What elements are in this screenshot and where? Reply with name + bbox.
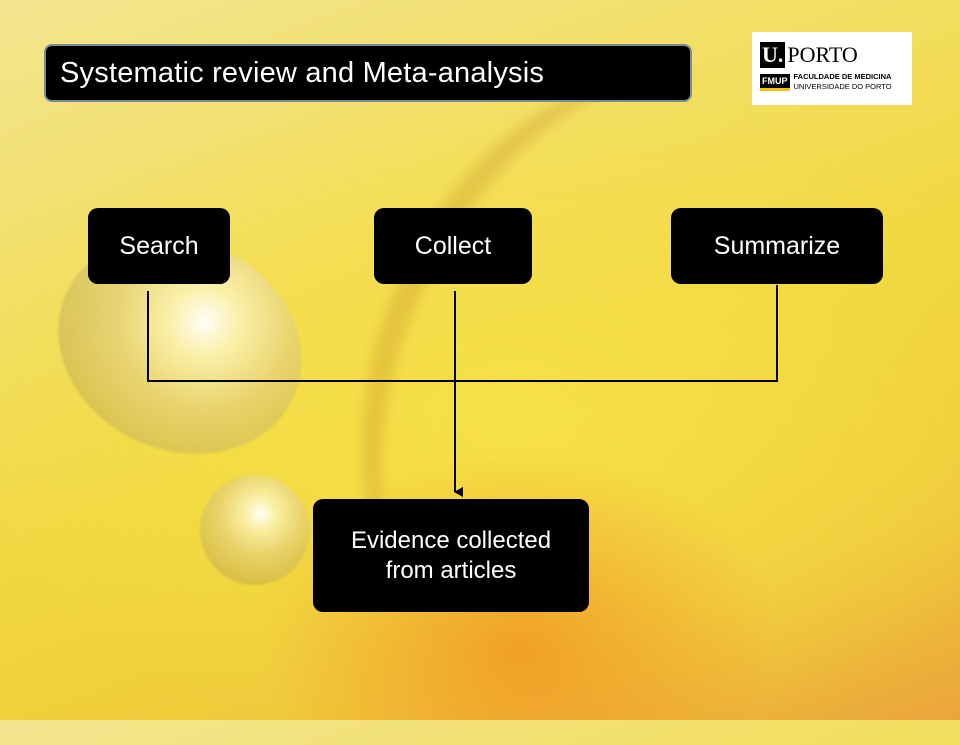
connector-lines	[147, 285, 778, 497]
uporto-logo: U. PORTO FMUP FACULDADE DE MEDICINA UNIV…	[752, 32, 912, 105]
logo-university-name: UNIVERSIDADE DO PORTO	[793, 82, 892, 91]
slide-title-box: Systematic review and Meta-analysis	[44, 44, 692, 102]
logo-faculty-name: FACULDADE DE MEDICINA	[793, 72, 892, 81]
node-evidence: Evidence collected from articles	[313, 499, 589, 612]
logo-wordmark: U. PORTO	[760, 40, 904, 68]
logo-faculty-lines: FACULDADE DE MEDICINA UNIVERSIDADE DO PO…	[794, 72, 892, 92]
logo-fmup-badge: FMUP	[760, 73, 790, 91]
node-summarize: Summarize	[671, 208, 883, 284]
water-droplet-small	[200, 475, 310, 585]
logo-porto-text: PORTO	[787, 42, 858, 67]
node-search: Search	[88, 208, 230, 284]
slide-title: Systematic review and Meta-analysis	[60, 56, 545, 89]
logo-faculty: FMUP FACULDADE DE MEDICINA UNIVERSIDADE …	[760, 72, 904, 92]
slide-canvas: Systematic review and Meta-analysis U. P…	[22, 0, 937, 745]
logo-u-mark: U.	[760, 42, 786, 68]
node-collect: Collect	[374, 208, 532, 284]
